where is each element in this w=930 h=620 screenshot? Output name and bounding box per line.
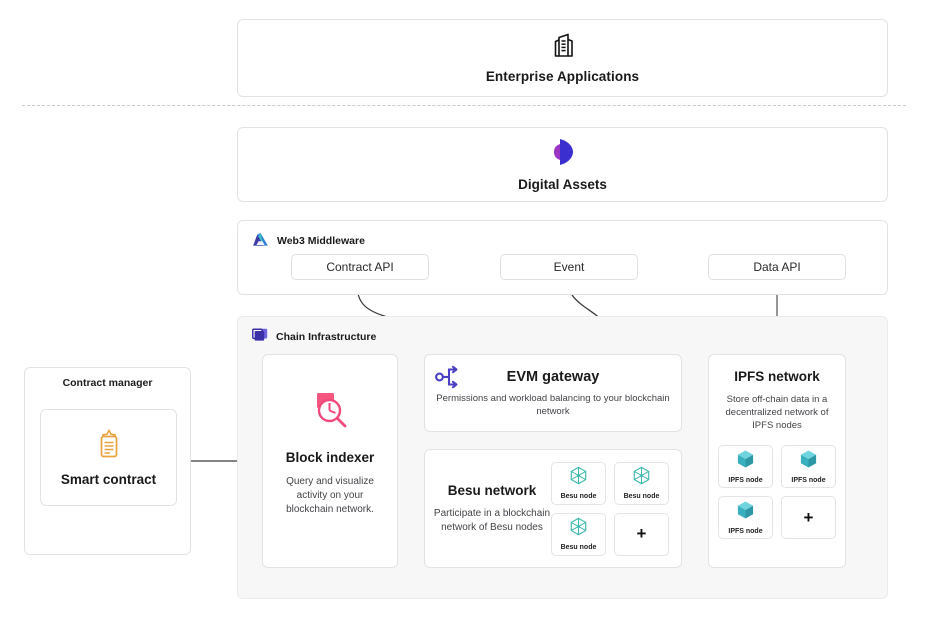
ipfs-node-tile[interactable]: IPFS node — [718, 496, 773, 539]
chip-data-api[interactable]: Data API — [708, 254, 846, 280]
ipfs-node-label: IPFS node — [728, 477, 763, 484]
besu-node-label: Besu node — [623, 493, 660, 500]
besu-network-card[interactable]: Besu network Participate in a blockchain… — [424, 449, 682, 568]
besu-node-tile[interactable]: Besu node — [551, 461, 606, 505]
crescent-logo-icon — [551, 137, 575, 172]
besu-network-description: Participate in a blockchain network of B… — [433, 508, 551, 533]
enterprise-applications-title: Enterprise Applications — [485, 69, 640, 84]
chain-infrastructure-header: Chain Infrastructure — [252, 328, 376, 346]
contract-manager-title: Contract manager — [62, 377, 153, 389]
digital-assets-title: Digital Assets — [518, 177, 607, 192]
evm-gateway-description: Permissions and workload balancing to yo… — [436, 392, 670, 417]
chip-event[interactable]: Event — [500, 254, 638, 280]
smart-contract-title: Smart contract — [60, 471, 157, 487]
ipfs-cube-icon — [736, 500, 755, 525]
besu-network-info: Besu network Participate in a blockchain… — [433, 483, 551, 534]
chip-contract-api[interactable]: Contract API — [291, 254, 429, 280]
besu-node-label: Besu node — [560, 493, 597, 500]
besu-hex-icon — [569, 517, 588, 541]
magnifier-block-icon — [308, 389, 352, 436]
digital-assets-card: Digital Assets — [237, 127, 888, 202]
add-besu-node-button[interactable]: + — [614, 512, 669, 556]
ipfs-node-label: IPFS node — [728, 528, 763, 535]
ipfs-network-description: Store off-chain data in a decentralized … — [725, 394, 829, 431]
evm-gateway-title: EVM gateway — [506, 368, 600, 385]
smart-contract-card[interactable]: Smart contract — [40, 409, 177, 506]
ipfs-cube-icon — [736, 449, 755, 474]
plus-icon: + — [636, 524, 647, 543]
block-indexer-card[interactable]: Block indexer Query and visualize activi… — [262, 354, 398, 568]
ipfs-node-tile[interactable]: IPFS node — [718, 445, 773, 488]
overlapping-squares-icon — [252, 328, 268, 346]
dashed-divider — [22, 105, 906, 106]
contract-manager-card: Contract manager Smart contract — [24, 367, 191, 555]
ipfs-network-card[interactable]: IPFS network Store off-chain data in a d… — [708, 354, 846, 568]
triangle-drive-icon — [252, 232, 269, 250]
ipfs-network-title: IPFS network — [734, 369, 820, 384]
web3-middleware-header: Web3 Middleware — [252, 232, 365, 250]
besu-node-tile[interactable]: Besu node — [551, 512, 606, 556]
plus-icon: + — [803, 507, 814, 527]
besu-hex-icon — [569, 466, 588, 490]
chip-event-label: Event — [553, 260, 585, 274]
clipboard-star-icon — [95, 428, 123, 464]
ipfs-node-label: IPFS node — [791, 477, 826, 484]
ipfs-node-tile[interactable]: IPFS node — [781, 445, 836, 488]
web3-middleware-title: Web3 Middleware — [277, 235, 365, 247]
ipfs-cube-icon — [799, 449, 818, 474]
enterprise-applications-card: Enterprise Applications — [237, 19, 888, 97]
chip-contract-api-label: Contract API — [326, 260, 394, 274]
git-branch-icon — [434, 363, 462, 396]
building-icon — [551, 32, 575, 63]
evm-gateway-card[interactable]: EVM gateway Permissions and workload bal… — [424, 354, 682, 432]
add-ipfs-node-button[interactable]: + — [781, 496, 836, 539]
block-indexer-title: Block indexer — [285, 450, 375, 465]
besu-node-tile[interactable]: Besu node — [614, 461, 669, 505]
besu-node-grid: Besu node Besu node — [551, 461, 669, 556]
besu-hex-icon — [632, 466, 651, 490]
besu-node-label: Besu node — [560, 544, 597, 551]
ipfs-node-grid: IPFS node IPFS node — [718, 445, 836, 539]
block-indexer-description: Query and visualize activity on your blo… — [286, 476, 374, 515]
besu-network-title: Besu network — [447, 483, 537, 498]
chain-infrastructure-title: Chain Infrastructure — [276, 331, 377, 343]
chip-data-api-label: Data API — [753, 260, 801, 274]
